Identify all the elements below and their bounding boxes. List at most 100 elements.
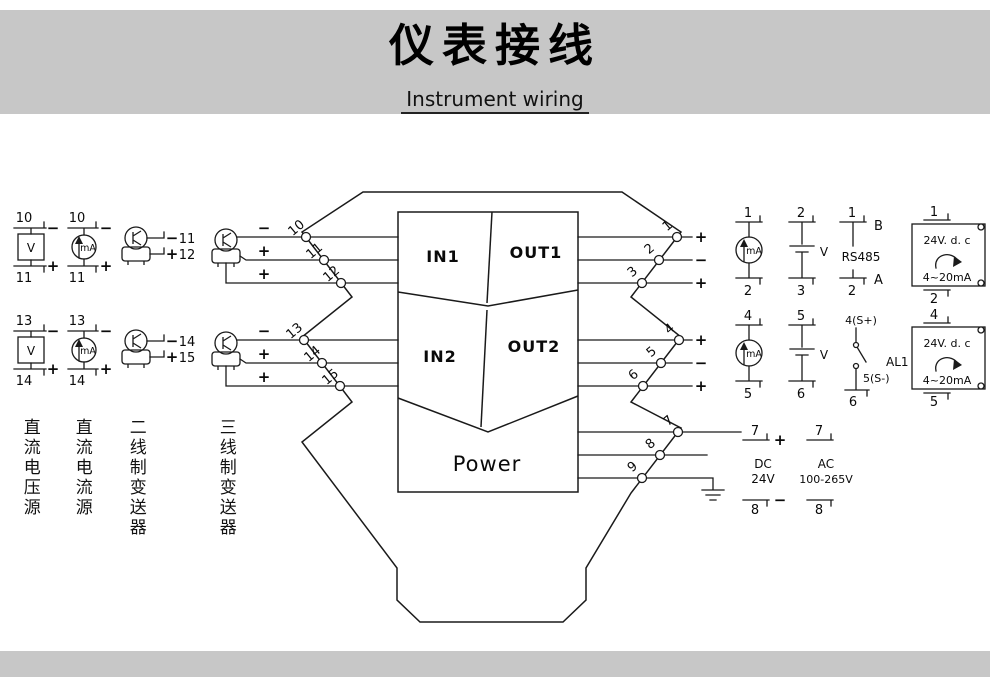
leads [742,433,770,507]
dc-power-option: 7 + DC 24V − 8 [742,424,787,518]
minus-sign: − [695,354,708,372]
terminal-circle [298,334,310,346]
wires [577,431,742,490]
two-wire-transmitter-1: − 11 + 12 [121,226,196,266]
terminal-number: 6 [626,367,642,384]
isolator-body: IN1 OUT1 IN2 OUT2 Power [300,191,683,623]
terminal-label: 6 [797,387,805,402]
divider-in1-out1 [486,211,493,304]
terminal-label: 2 [848,284,856,299]
caption-dc-current-source: 直流电流源 [71,418,92,518]
divider-in2-out2 [480,309,488,428]
terminal-circle [655,357,667,369]
plus-sign: + [166,245,179,263]
plus-sign: + [695,377,708,395]
terminal-label: 6 [849,395,857,410]
load-option-1: 1 24V. d. c 4~20mA 2 [911,205,986,307]
dc-label: DC [754,457,772,471]
terminal-number: 9 [625,459,641,476]
terminal-label: 5 [744,387,752,402]
load-range-label: 4~20mA [923,271,972,284]
terminal-label: 5 [930,395,938,410]
load-option-2: 4 24V. d. c 4~20mA 5 [911,308,986,410]
minus-sign: − [166,332,179,350]
terminal-label: 13 [16,314,33,329]
transmitter-icon [211,228,241,268]
block-out2-label: OUT2 [508,337,561,356]
load-box [911,326,986,390]
plus-sign: + [258,265,271,283]
output2-ma-option: 4 mA 5 [735,309,763,402]
ac-voltage-label: 100-265V [799,473,853,486]
minus-sign: − [166,229,179,247]
terminal-label: 11 [16,271,33,286]
output2-wires: + − + [577,331,708,395]
leads [806,433,834,507]
caption-dc-voltage-source: 直流电压源 [19,418,40,518]
pin-label-b: B [874,219,883,234]
terminal-numbers: 10 11 12 13 14 15 1 2 3 4 5 6 7 8 9 [284,217,678,475]
minus-sign: − [774,491,787,509]
body-outline [300,191,683,623]
current-symbol-label: mA [80,346,96,357]
plus-sign: + [47,257,60,275]
input2-wires [225,339,399,387]
contact-point [852,341,860,349]
terminal-label: 2 [797,206,805,221]
current-symbol-label: mA [746,349,762,360]
terminal-label: 2 [930,292,938,307]
load-voltage-label: 24V. d. c [923,234,970,247]
dc-voltage-source-2: 13 V − + 14 [13,314,60,389]
terminal-label: 5 [797,309,805,324]
voltage-source-symbol [17,233,45,261]
terminal-label: 7 [815,424,823,439]
page-title: 仪表接线 [388,19,601,72]
load-range-label: 4~20mA [923,374,972,387]
leads [13,221,47,273]
plus-sign: + [695,228,708,246]
wires [577,339,693,387]
alarm-option: 4(S+) 5(S-) AL1 6 [844,314,909,410]
leads [839,215,867,285]
current-source-symbol [71,337,97,363]
output1-ma-option: 1 mA 2 [735,206,763,299]
terminal-label: 14 [179,335,196,350]
plus-sign: + [774,431,787,449]
dc-current-source-2: 13 mA − + 14 [67,314,112,389]
input1-wires [225,236,399,284]
terminal-circle [300,231,312,243]
load-box [911,223,986,287]
ground-icon [701,489,725,501]
plus-sign: + [166,348,179,366]
terminal-label: 11 [179,232,196,247]
three-wire-transmitter-1: − + + [211,219,399,284]
alarm-top-label: 4(S+) [845,314,877,327]
terminal-label: 4 [930,308,938,323]
load-terminal [977,326,985,334]
load-voltage-label: 24V. d. c [923,337,970,350]
leads [735,318,763,388]
leads [923,213,951,297]
rs485-label: RS485 [842,250,881,264]
load-terminal [977,223,985,231]
minus-sign: − [47,322,60,340]
load-terminal [977,279,985,287]
page-footer [0,651,990,677]
battery-symbol [788,318,816,388]
leads [923,316,951,400]
block-out1-label: OUT1 [510,243,563,262]
divider-power [397,395,579,433]
alarm-mid-label: 5(S-) [863,372,890,385]
plus-sign: + [695,274,708,292]
contact-point [852,362,860,370]
leads [146,334,165,358]
terminal-label: 15 [179,351,196,366]
terminal-label: 14 [16,374,33,389]
terminal-circle [637,380,649,392]
loop-arrow-head [953,359,962,370]
terminal-circle [672,426,684,438]
function-block-frame [397,211,579,493]
terminal-circle [653,254,665,266]
